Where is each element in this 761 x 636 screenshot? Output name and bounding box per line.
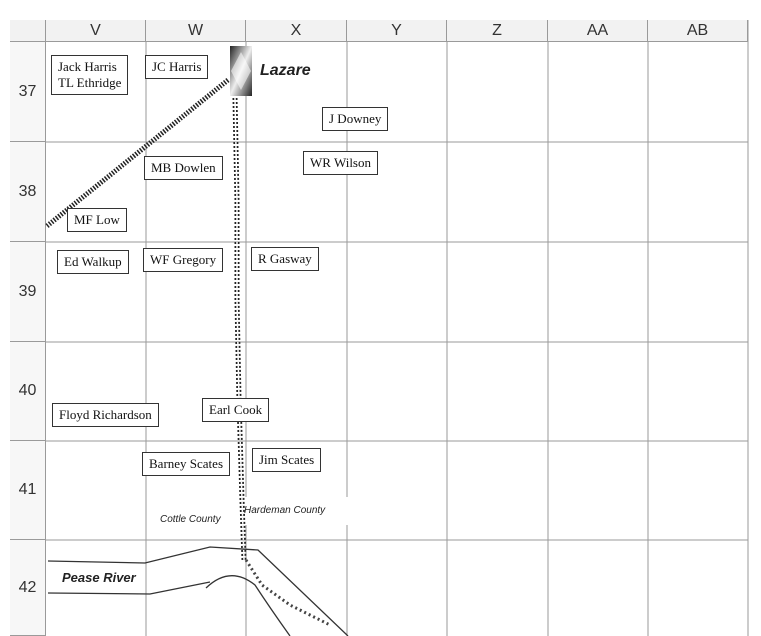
row-header-42: 42: [10, 540, 46, 636]
landowner-label: Earl Cook: [202, 398, 270, 422]
row-header-38: 38: [10, 142, 46, 242]
landowner-label: R Gasway: [251, 247, 319, 271]
county-west: Cottle County: [160, 514, 221, 525]
row-header-39: 39: [10, 242, 46, 342]
county-east: Hardeman County: [244, 505, 326, 516]
river-banks: [47, 546, 349, 636]
town-marker-icon: [230, 46, 252, 96]
landowner-label: WR Wilson: [303, 151, 378, 175]
landowner-label: MF Low: [67, 208, 127, 232]
row-header-40: 40: [10, 342, 46, 441]
landowner-label: JC Harris: [145, 55, 209, 79]
landowner-label: WF Gregory: [143, 248, 224, 272]
column-header-aa: AA: [548, 20, 648, 42]
header-corner: [10, 20, 46, 42]
column-header-z: Z: [447, 20, 548, 42]
diagonal-railroad: [45, 78, 230, 228]
column-header-v: V: [46, 20, 146, 42]
north-south-railroad-inner: [234, 97, 245, 561]
landowner-label: Jack Harris TL Ethridge: [51, 55, 129, 95]
column-header-x: X: [246, 20, 347, 42]
landowner-label: Jim Scates: [252, 448, 322, 472]
row-header-41: 41: [10, 441, 46, 540]
row-header-37: 37: [10, 42, 46, 142]
column-header-y: Y: [347, 20, 447, 42]
landowner-label: Barney Scates: [142, 452, 231, 476]
county-label-band: [240, 497, 360, 525]
landowner-label: MB Dowlen: [144, 156, 223, 180]
landowner-label: Ed Walkup: [57, 250, 129, 274]
landowner-label: Floyd Richardson: [52, 403, 159, 427]
column-header-w: W: [146, 20, 246, 42]
river-name: Pease River: [62, 570, 136, 585]
grid-lines: [46, 20, 749, 636]
landowner-label: J Downey: [322, 107, 389, 131]
railroad-river-section: [244, 559, 331, 627]
town-name: Lazare: [260, 62, 311, 79]
